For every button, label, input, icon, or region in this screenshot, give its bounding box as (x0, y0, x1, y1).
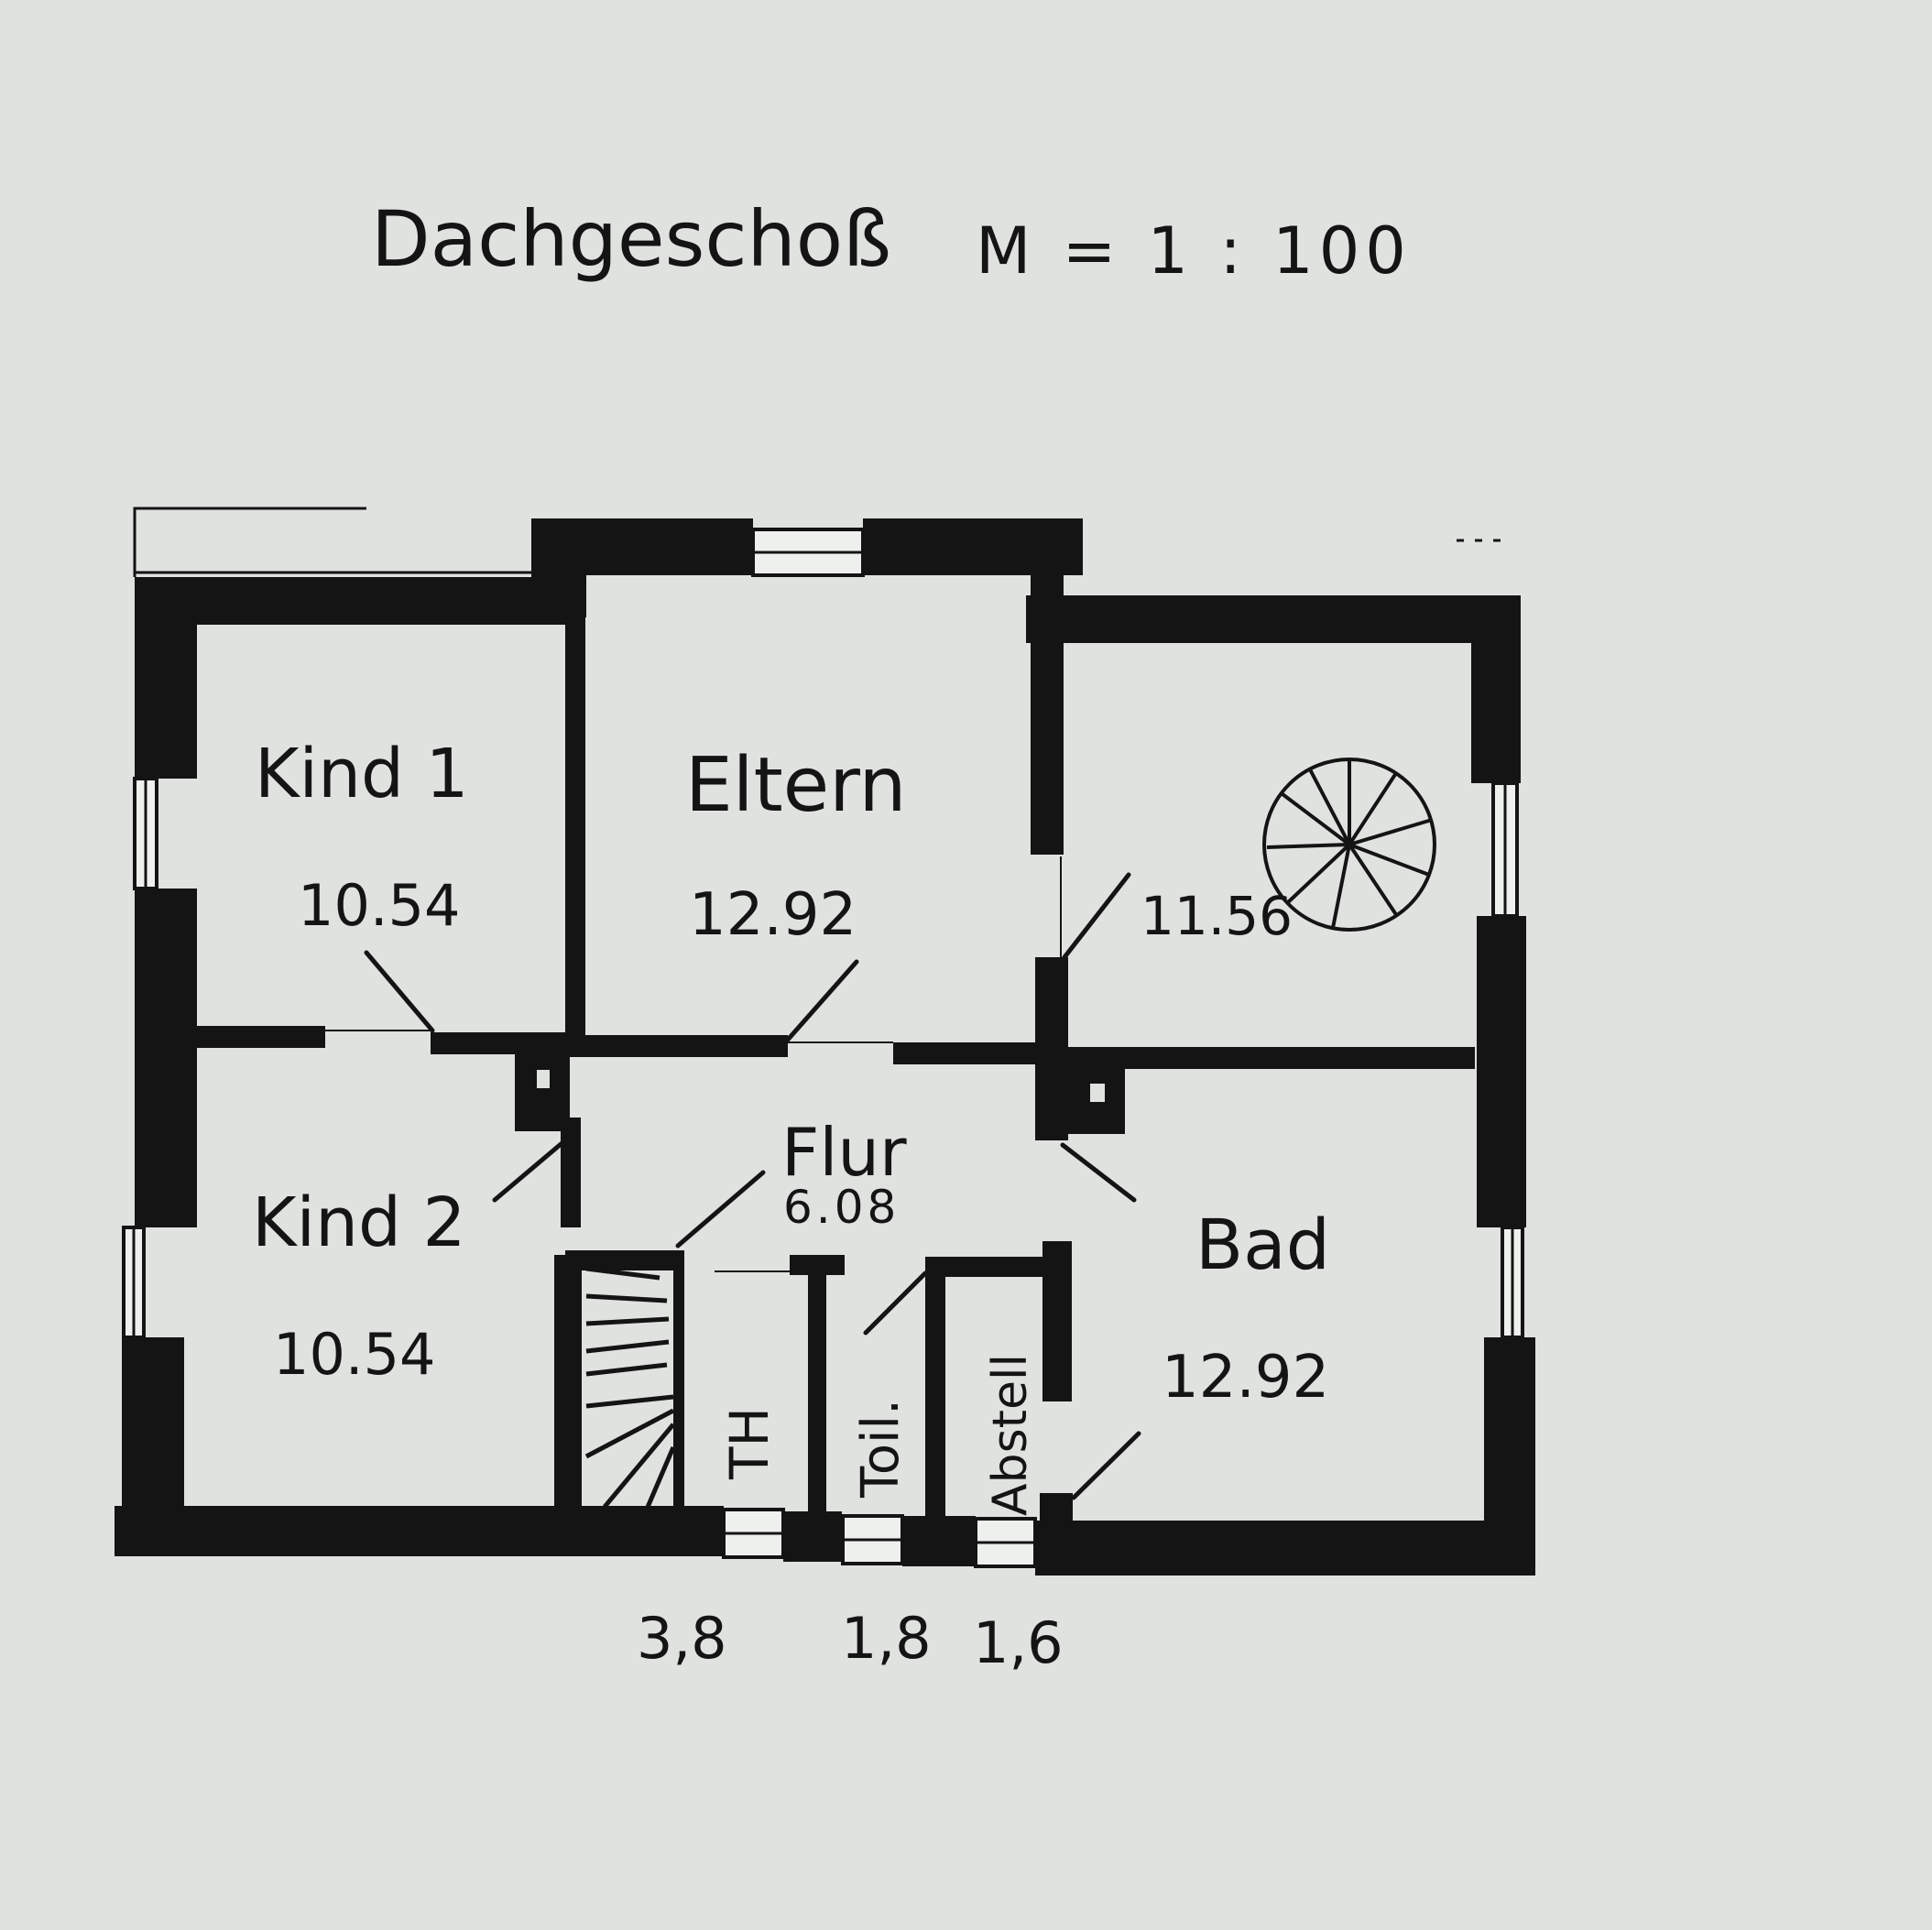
dimension-toil: 1,8 (841, 1605, 932, 1672)
room-eltern-name: Eltern (685, 742, 906, 829)
room-stairroom-area: 11.56 (1141, 885, 1293, 947)
drawing-scale: M = 1 : 100 (976, 213, 1412, 289)
dimension-abstell: 1,6 (973, 1609, 1064, 1676)
chimney-flues (537, 1070, 1105, 1102)
door-openings (325, 856, 1062, 1272)
room-flur-area: 6.08 (783, 1181, 900, 1234)
room-eltern-area: 12.92 (689, 881, 857, 949)
dimension-th: 3,8 (637, 1605, 727, 1672)
drawing-title: Dachgeschoß (371, 194, 891, 284)
leader-lines (364, 872, 1141, 1500)
spiral-stair-symbol (1262, 758, 1436, 932)
room-abstell-name: Abstell (983, 1354, 1038, 1516)
room-th-name: TH (718, 1407, 780, 1480)
room-bad-name: Bad (1195, 1204, 1330, 1285)
window-mullions (132, 551, 1514, 1544)
room-kind1-area: 10.54 (298, 872, 461, 939)
room-kind2-name: Kind 2 (252, 1183, 466, 1262)
walls (115, 518, 1535, 1576)
room-flur-name: Flur (781, 1114, 907, 1191)
room-kind2-area: 10.54 (273, 1321, 436, 1388)
staircase (584, 1266, 676, 1512)
room-bad-area: 12.92 (1162, 1344, 1329, 1412)
room-kind1-name: Kind 1 (255, 735, 469, 813)
roof-overhang-lines (133, 507, 1512, 577)
room-toil-name: Toil. (851, 1399, 911, 1499)
